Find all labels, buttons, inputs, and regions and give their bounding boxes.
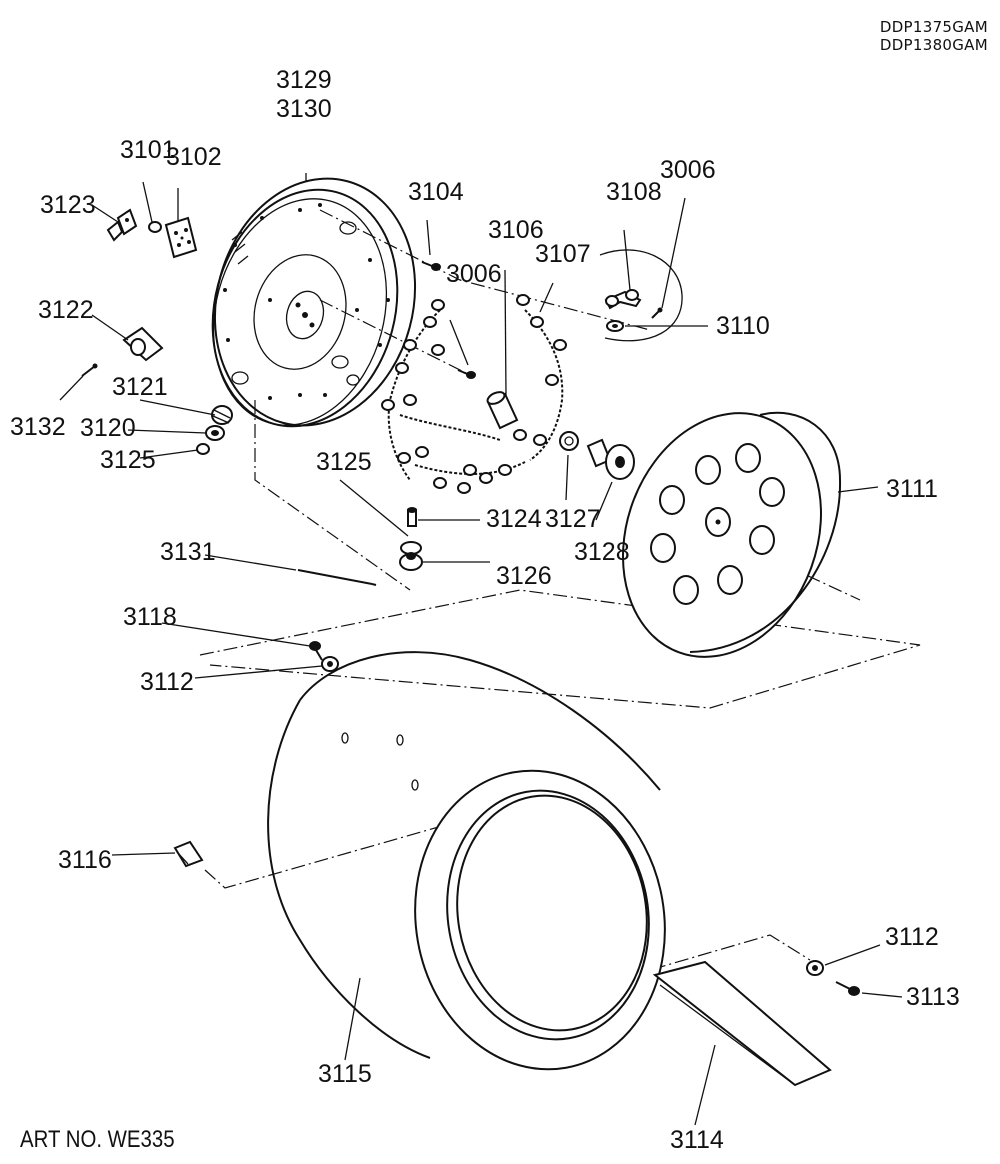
clip-detail xyxy=(599,249,683,342)
label-3124: 3124 xyxy=(486,505,542,533)
label-3108: 3108 xyxy=(606,178,662,206)
baffle xyxy=(652,960,832,1087)
label-3123: 3123 xyxy=(40,191,96,219)
model-number-1: DDP1375GAM xyxy=(879,18,988,36)
front-drum-head xyxy=(622,411,842,658)
label-3104: 3104 xyxy=(408,178,464,206)
alignment-lines xyxy=(199,209,921,971)
hub-parts xyxy=(559,431,635,480)
leader-lines xyxy=(59,181,903,1126)
label-3101: 3101 xyxy=(120,136,176,164)
label-3132: 3132 xyxy=(10,413,66,441)
label-3130: 3130 xyxy=(276,95,332,123)
spacer-cylinder xyxy=(486,391,519,430)
label-3116: 3116 xyxy=(58,846,112,874)
art-number: ART NO. WE335 xyxy=(20,1126,175,1153)
label-3118: 3118 xyxy=(123,603,177,631)
drum-spring-assembly xyxy=(381,294,567,494)
drum-screws xyxy=(309,641,339,672)
bearing-bracket-parts xyxy=(81,208,233,455)
drum-clip xyxy=(173,840,204,868)
label-3107: 3107 xyxy=(535,240,591,268)
label-3106: 3106 xyxy=(488,216,544,244)
label-3125-b: 3125 xyxy=(316,448,372,476)
label-3113: 3113 xyxy=(906,983,960,1011)
model-number-2: DDP1380GAM xyxy=(879,36,988,54)
screws xyxy=(421,261,476,379)
label-3112-a: 3112 xyxy=(140,668,194,696)
label-3115: 3115 xyxy=(318,1060,372,1088)
label-3125-a: 3125 xyxy=(100,446,156,474)
axle-parts xyxy=(297,507,423,586)
label-3128: 3128 xyxy=(574,538,630,566)
label-3006-a: 3006 xyxy=(446,260,502,288)
label-3121: 3121 xyxy=(112,373,168,401)
label-3110: 3110 xyxy=(716,312,770,340)
label-3112-b: 3112 xyxy=(885,923,939,951)
label-3131: 3131 xyxy=(160,538,216,566)
label-3129: 3129 xyxy=(276,66,332,94)
label-3102: 3102 xyxy=(166,143,222,171)
label-3111: 3111 xyxy=(886,475,938,503)
label-3114: 3114 xyxy=(670,1126,724,1154)
rear-bulkhead xyxy=(211,173,417,428)
label-3122: 3122 xyxy=(38,296,94,324)
baffle-screws xyxy=(806,960,860,996)
label-3126: 3126 xyxy=(496,562,552,590)
label-3006-b: 3006 xyxy=(660,156,716,184)
drum-cylinder xyxy=(267,651,666,1071)
part-labels: 3129 3130 3101 3102 3123 3122 3132 3121 … xyxy=(10,66,960,1154)
label-3127: 3127 xyxy=(545,505,601,533)
label-3120: 3120 xyxy=(80,414,136,442)
